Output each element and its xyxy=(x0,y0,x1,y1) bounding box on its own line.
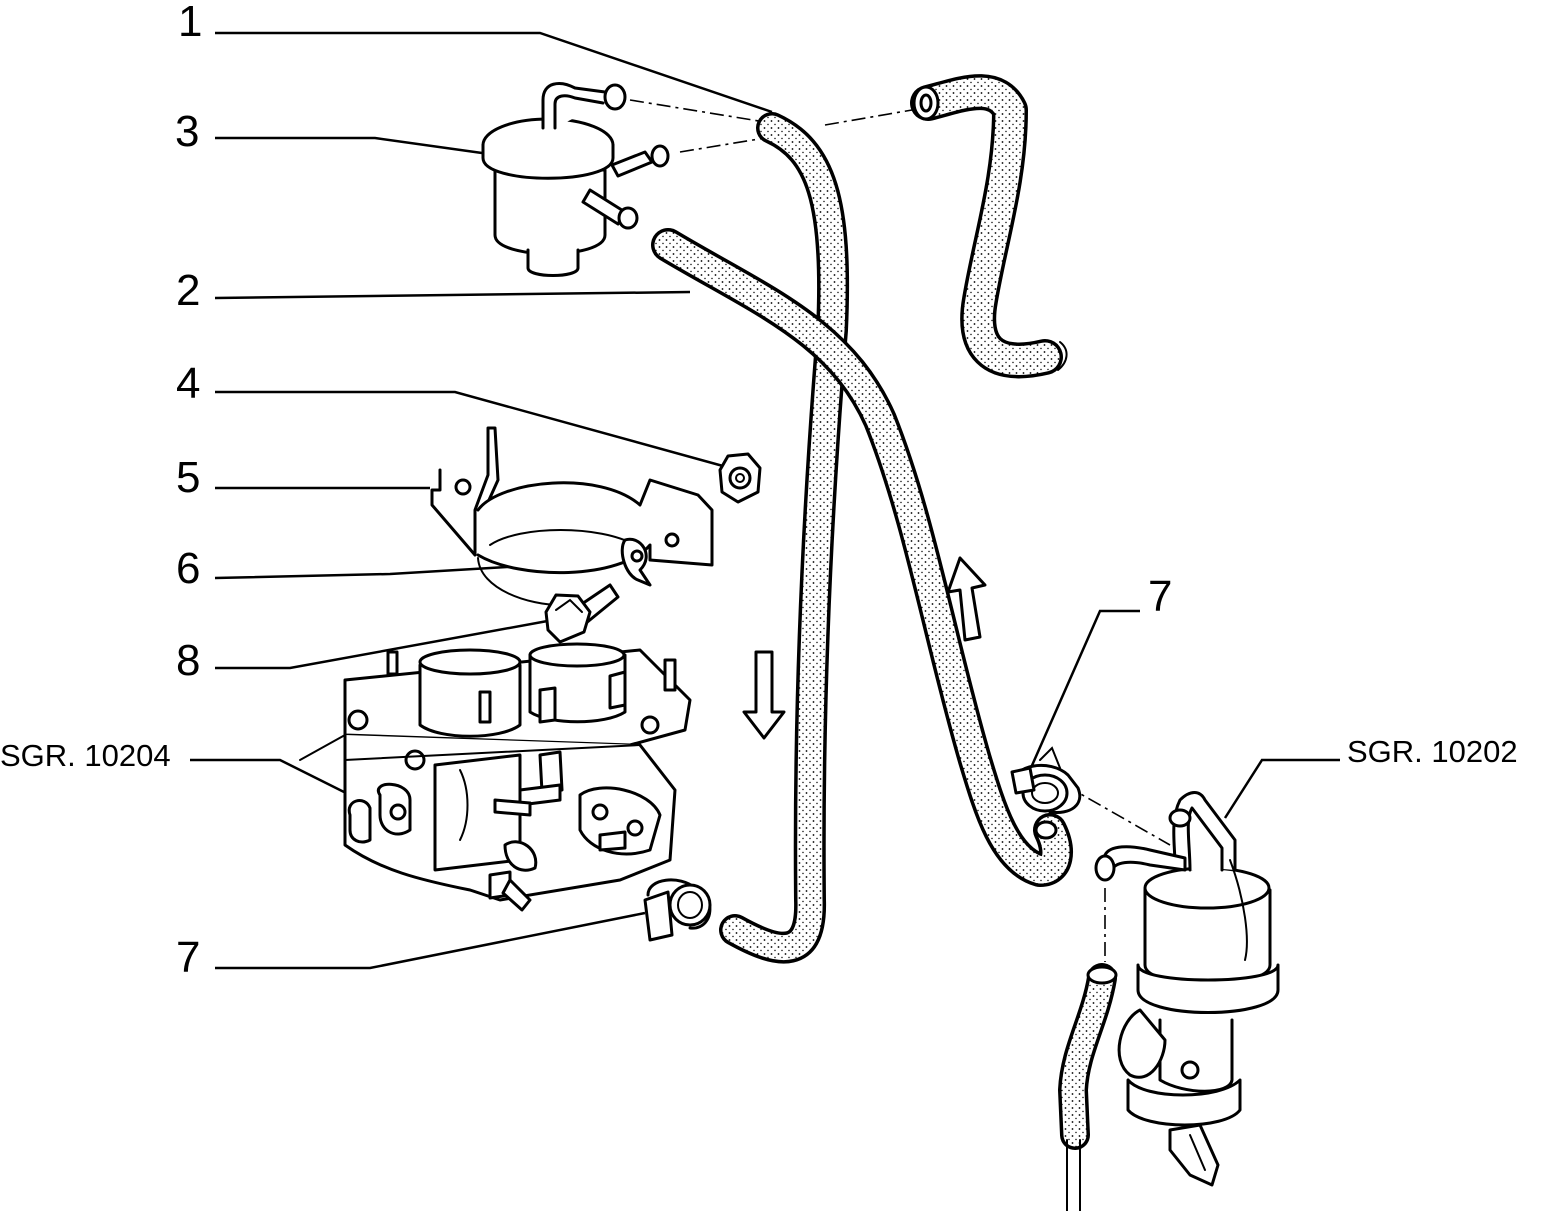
callout-8: 8 xyxy=(176,636,200,685)
hose-1 xyxy=(719,112,850,964)
callout-4: 4 xyxy=(176,359,200,408)
flow-arrow-down xyxy=(742,650,786,740)
pump-inlet-hose xyxy=(1058,963,1118,1211)
bolt xyxy=(544,583,620,644)
assembly-line-1a xyxy=(629,99,766,123)
mounting-bracket xyxy=(430,426,714,606)
assembly-line-1b xyxy=(679,137,766,153)
return-hose xyxy=(910,74,1068,379)
leader-3 xyxy=(215,136,483,155)
carburetor xyxy=(299,642,692,912)
callout-3: 3 xyxy=(175,107,199,156)
hose-clamp-left xyxy=(643,878,712,942)
fuel-pump xyxy=(1094,791,1280,1187)
callout-5: 5 xyxy=(176,453,200,502)
flow-arrow-up xyxy=(946,556,987,642)
callout-2: 2 xyxy=(176,266,200,315)
fuel-filter xyxy=(481,82,670,277)
leader-8 xyxy=(215,618,554,670)
callout-6: 6 xyxy=(176,544,200,593)
callout-1: 1 xyxy=(178,0,202,46)
leader-7-right xyxy=(1028,609,1140,771)
ref-label-left: SGR. 10204 xyxy=(0,738,171,773)
leader-4 xyxy=(215,390,724,468)
leader-2 xyxy=(214,290,691,300)
callout-7-left: 7 xyxy=(176,933,200,982)
leader-ref-left xyxy=(190,758,361,802)
hose-clamp-right xyxy=(1010,746,1082,840)
assembly-line-7 xyxy=(1064,784,1171,846)
hose-2 xyxy=(651,228,1073,887)
leader-ref-right xyxy=(1223,758,1340,819)
leader-1 xyxy=(215,31,773,114)
callout-7-right: 7 xyxy=(1148,572,1172,621)
hex-nut xyxy=(718,452,762,504)
assembly-line-1c xyxy=(824,109,913,126)
ref-label-right: SGR. 10202 xyxy=(1347,734,1518,769)
leader-7-left xyxy=(215,911,646,970)
